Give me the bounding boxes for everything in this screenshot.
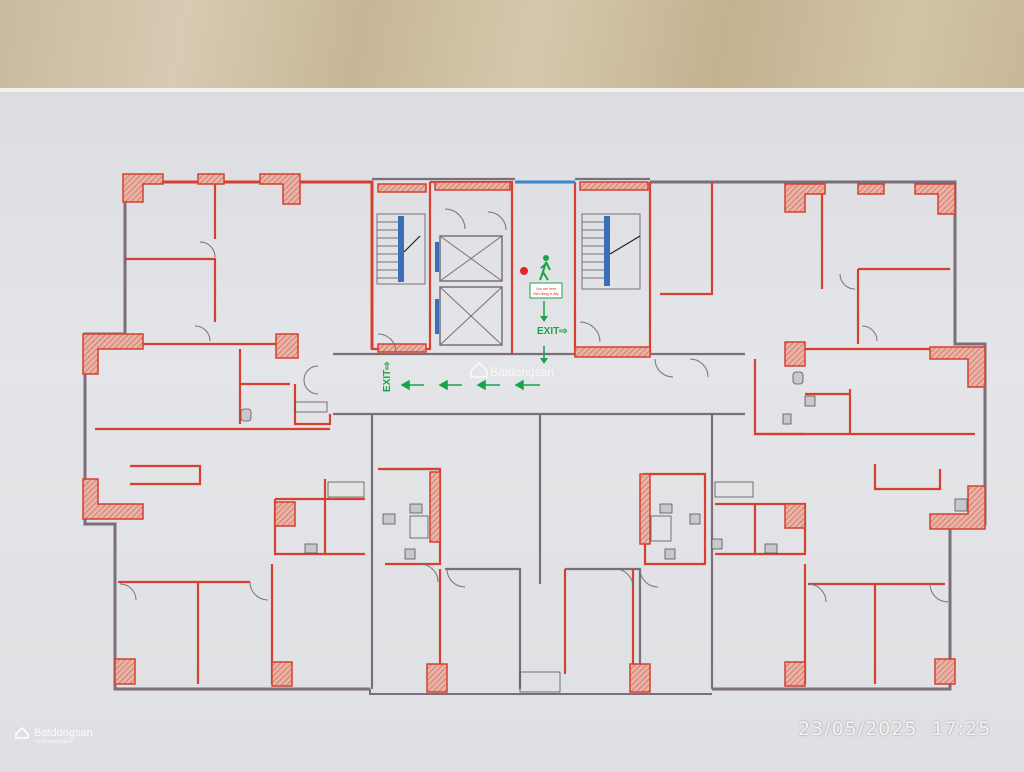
core-red-walls xyxy=(370,180,707,674)
center-watermark: Batdongsan xyxy=(470,361,554,379)
sanitary-fixtures xyxy=(240,371,968,693)
corner-watermark: Batdongsan by PropertyGuru xyxy=(14,727,93,745)
right-wing-walls xyxy=(660,182,975,684)
floor-plan-drawing: You are here Bạn đang ở đây EXIT⇨ EXIT⇨ … xyxy=(82,173,987,695)
elevator-upper xyxy=(435,235,503,282)
you-are-here-label xyxy=(529,282,563,299)
exit-sign-horizontal: EXIT⇨ xyxy=(537,326,568,337)
left-staircase xyxy=(376,213,426,285)
evacuation-route: You are here Bạn đang ở đây EXIT⇨ EXIT⇨ xyxy=(382,255,568,392)
watermark-sub: by PropertyGuru xyxy=(36,739,73,746)
left-wing-walls xyxy=(95,182,365,684)
home-logo-icon xyxy=(470,361,488,378)
door-swings xyxy=(119,208,949,603)
core-walls xyxy=(333,177,745,689)
outer-walls xyxy=(83,180,987,695)
walking-person-icon xyxy=(539,255,551,281)
you-are-here-dot xyxy=(520,267,528,275)
floor-plan-board: You are here Bạn đang ở đây EXIT⇨ EXIT⇨ … xyxy=(0,88,1024,772)
home-logo-icon xyxy=(15,727,29,739)
svg-text:You are here: You are here xyxy=(536,287,556,291)
photo-timestamp: 23/05/2025 17:25 xyxy=(798,718,992,740)
right-staircase xyxy=(581,213,641,290)
elevator-lower xyxy=(435,286,503,346)
svg-text:Batdongsan: Batdongsan xyxy=(490,365,554,379)
exit-sign-vertical: EXIT⇨ xyxy=(382,361,393,392)
watermark-brand: Batdongsan xyxy=(34,727,93,739)
marble-wall-background xyxy=(0,0,1024,100)
structural-columns xyxy=(82,173,986,693)
svg-text:Bạn đang ở đây: Bạn đang ở đây xyxy=(533,292,559,296)
